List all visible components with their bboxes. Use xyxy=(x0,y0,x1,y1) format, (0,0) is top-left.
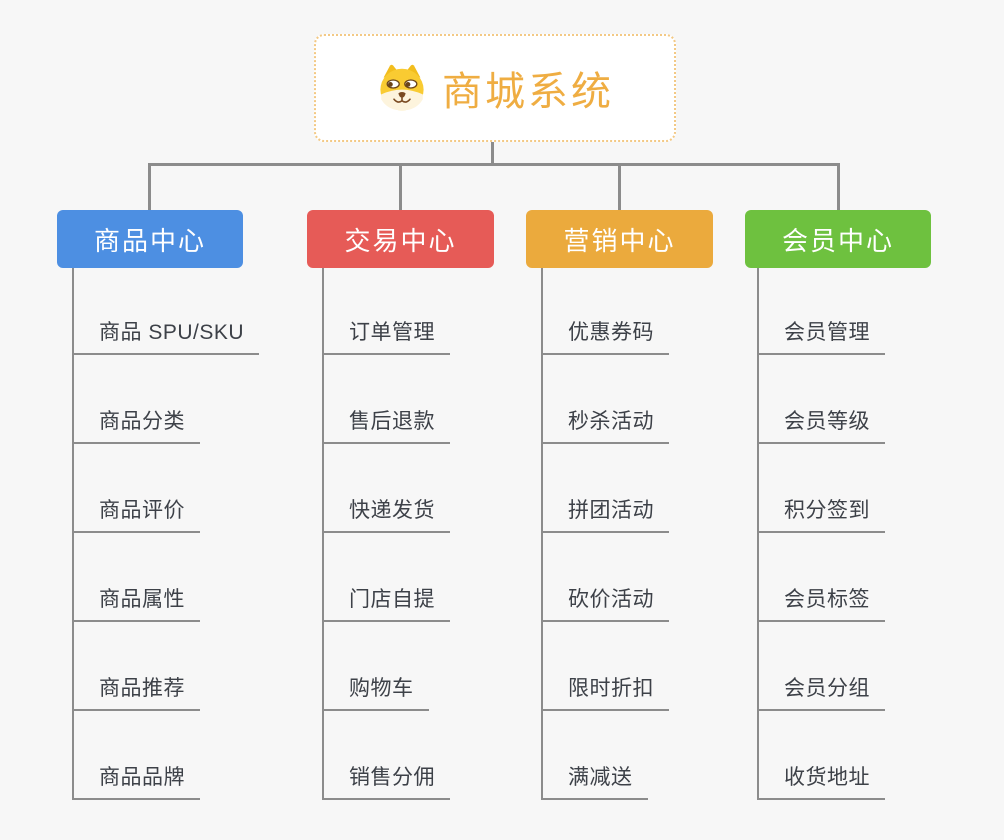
leaf-node[interactable]: 商品推荐 xyxy=(72,622,200,711)
root-node-mall-system[interactable]: 商城系统 xyxy=(314,34,676,142)
connector-drop-marketing xyxy=(618,163,621,210)
branch-node-member-center[interactable]: 会员中心 xyxy=(745,210,931,268)
leaf-node[interactable]: 门店自提 xyxy=(322,533,450,622)
branch-node-marketing-center[interactable]: 营销中心 xyxy=(526,210,713,268)
connector-horizontal-bus xyxy=(148,163,840,166)
leaf-node[interactable]: 会员管理 xyxy=(757,266,885,355)
root-title: 商城系统 xyxy=(442,70,614,114)
leaf-node[interactable]: 销售分佣 xyxy=(322,711,450,800)
branch-label: 商品中心 xyxy=(93,225,206,256)
connector-drop-member xyxy=(837,163,840,210)
connector-root-stem xyxy=(491,142,494,164)
leaf-node[interactable]: 收货地址 xyxy=(757,711,885,800)
leaf-node[interactable]: 商品 SPU/SKU xyxy=(72,266,260,355)
leaf-node[interactable]: 购物车 xyxy=(322,622,429,711)
leaf-node[interactable]: 优惠券码 xyxy=(541,266,669,355)
leaf-node[interactable]: 商品分类 xyxy=(72,355,200,444)
branch-node-trade-center[interactable]: 交易中心 xyxy=(307,210,494,268)
connector-drop-trade xyxy=(399,163,402,210)
branch-label: 交易中心 xyxy=(344,225,457,256)
dog-icon xyxy=(376,64,428,112)
connector-spine-trade xyxy=(322,268,324,800)
leaf-node[interactable]: 砍价活动 xyxy=(541,533,669,622)
branch-children-trade: 订单管理 售后退款 快递发货 门店自提 购物车 销售分佣 xyxy=(322,266,450,800)
leaf-node[interactable]: 售后退款 xyxy=(322,355,450,444)
branch-children-marketing: 优惠券码 秒杀活动 拼团活动 砍价活动 限时折扣 满减送 xyxy=(541,266,669,800)
connector-drop-product xyxy=(148,163,151,210)
connector-spine-product xyxy=(72,268,74,800)
leaf-node[interactable]: 限时折扣 xyxy=(541,622,669,711)
leaf-node[interactable]: 商品品牌 xyxy=(72,711,200,800)
leaf-node[interactable]: 会员等级 xyxy=(757,355,885,444)
leaf-node[interactable]: 拼团活动 xyxy=(541,444,669,533)
branch-node-product-center[interactable]: 商品中心 xyxy=(57,210,243,268)
leaf-node[interactable]: 会员标签 xyxy=(757,533,885,622)
connector-spine-marketing xyxy=(541,268,543,800)
branch-children-product: 商品 SPU/SKU 商品分类 商品评价 商品属性 商品推荐 商品品牌 xyxy=(72,266,260,800)
leaf-node[interactable]: 商品评价 xyxy=(72,444,200,533)
leaf-node[interactable]: 秒杀活动 xyxy=(541,355,669,444)
branch-children-member: 会员管理 会员等级 积分签到 会员标签 会员分组 收货地址 xyxy=(757,266,885,800)
leaf-node[interactable]: 订单管理 xyxy=(322,266,450,355)
connector-spine-member xyxy=(757,268,759,800)
leaf-node[interactable]: 满减送 xyxy=(541,711,648,800)
branch-label: 会员中心 xyxy=(781,225,894,256)
leaf-node[interactable]: 会员分组 xyxy=(757,622,885,711)
leaf-node[interactable]: 快递发货 xyxy=(322,444,450,533)
leaf-node[interactable]: 商品属性 xyxy=(72,533,200,622)
leaf-node[interactable]: 积分签到 xyxy=(757,444,885,533)
branch-label: 营销中心 xyxy=(563,225,676,256)
